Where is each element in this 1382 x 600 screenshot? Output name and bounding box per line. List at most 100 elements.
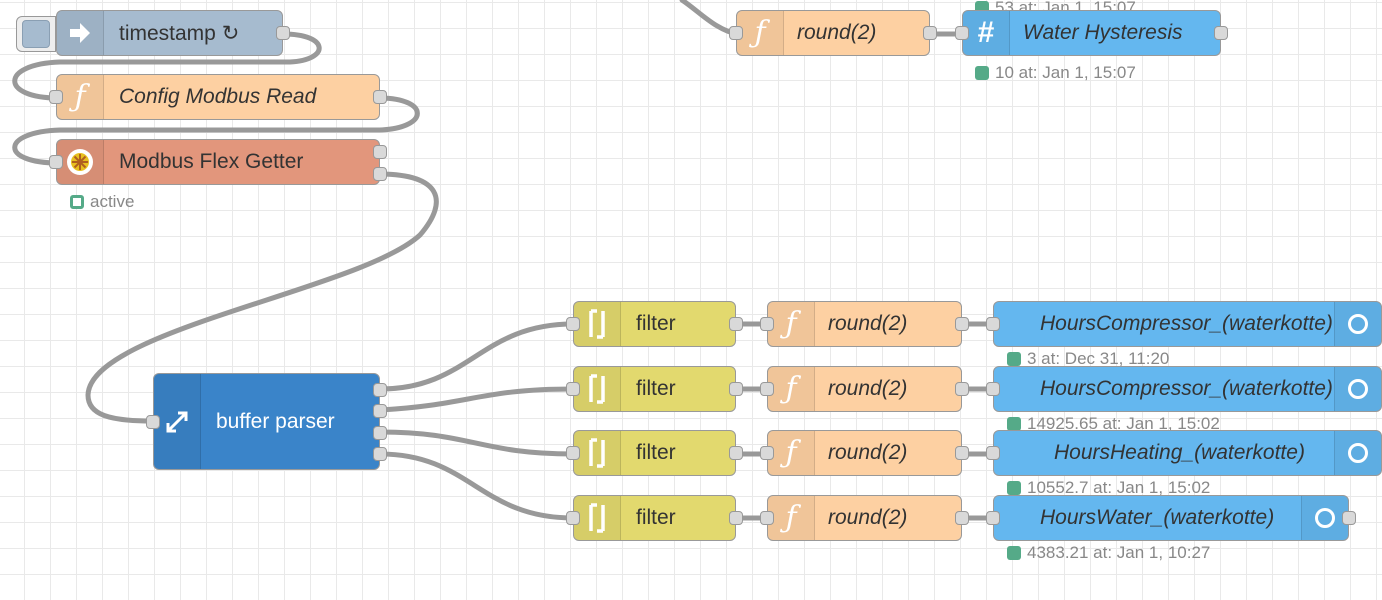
output-port[interactable]	[1214, 26, 1228, 40]
status-text: active	[90, 192, 135, 211]
input-port[interactable]	[986, 382, 1000, 396]
arrow-right-icon	[57, 11, 104, 55]
debug-toggle-icon[interactable]	[1334, 431, 1381, 475]
node-debug-output[interactable]: HoursHeating_(waterkotte)	[986, 430, 1382, 476]
wire	[377, 451, 576, 521]
node-label: Modbus Flex Getter	[119, 150, 304, 173]
modbus-icon	[57, 140, 104, 184]
output-port[interactable]	[373, 145, 387, 159]
input-port[interactable]	[760, 511, 774, 525]
node-filter[interactable]: filter	[566, 495, 743, 541]
node-label: filter	[636, 377, 676, 400]
output-port[interactable]	[373, 404, 387, 418]
function-icon: ƒ	[57, 75, 104, 119]
node-status: 10552.7 at: Jan 1, 15:02	[1007, 478, 1210, 498]
input-port[interactable]	[760, 317, 774, 331]
input-port[interactable]	[986, 446, 1000, 460]
node-config-modbus-read[interactable]: ƒ Config Modbus Read	[49, 74, 387, 120]
input-port[interactable]	[566, 382, 580, 396]
input-port[interactable]	[566, 317, 580, 331]
function-icon: ƒ	[768, 367, 815, 411]
function-icon: ƒ	[737, 11, 784, 55]
status-text: 10552.7 at: Jan 1, 15:02	[1027, 478, 1211, 497]
node-debug-output[interactable]: HoursCompressor_(waterkotte)	[986, 301, 1382, 347]
wire	[377, 386, 576, 413]
output-port[interactable]	[955, 317, 969, 331]
wire	[85, 171, 439, 424]
wire	[12, 31, 322, 101]
input-port[interactable]	[49, 90, 63, 104]
status-dot-icon	[1007, 546, 1021, 560]
node-debug-output[interactable]: HoursCompressor_(waterkotte)	[986, 366, 1382, 412]
output-port[interactable]	[955, 382, 969, 396]
input-port[interactable]	[566, 511, 580, 525]
input-port[interactable]	[955, 26, 969, 40]
function-icon: ƒ	[768, 496, 815, 540]
output-port[interactable]	[923, 26, 937, 40]
output-port[interactable]	[955, 446, 969, 460]
node-label: round(2)	[828, 441, 908, 464]
output-port[interactable]	[373, 383, 387, 397]
output-port[interactable]	[955, 511, 969, 525]
filter-icon	[574, 302, 621, 346]
filter-icon	[574, 496, 621, 540]
node-debug-output[interactable]: HoursWater_(waterkotte)	[986, 495, 1356, 541]
output-port[interactable]	[729, 317, 743, 331]
wire	[12, 95, 420, 166]
node-label: round(2)	[828, 312, 908, 335]
output-port[interactable]	[729, 446, 743, 460]
inject-trigger-button[interactable]	[16, 16, 56, 52]
status-text: 4383.21 at: Jan 1, 10:27	[1027, 543, 1211, 562]
input-port[interactable]	[729, 26, 743, 40]
output-port[interactable]	[373, 167, 387, 181]
input-port[interactable]	[986, 511, 1000, 525]
node-round[interactable]: ƒ round(2)	[760, 366, 969, 412]
debug-toggle-icon[interactable]	[1334, 367, 1381, 411]
function-icon: ƒ	[768, 431, 815, 475]
node-label: HoursCompressor_(waterkotte)	[1040, 377, 1333, 400]
filter-icon	[574, 367, 621, 411]
input-port[interactable]	[566, 446, 580, 460]
node-water-hysteresis[interactable]: # Water Hysteresis	[955, 10, 1228, 56]
node-timestamp[interactable]: timestamp ↻	[56, 10, 290, 56]
status-ring-icon	[70, 195, 84, 209]
status-dot-icon	[1007, 481, 1021, 495]
wire	[377, 321, 576, 392]
output-port[interactable]	[373, 447, 387, 461]
hash-icon: #	[963, 11, 1010, 55]
node-buffer-parser[interactable]: buffer parser	[146, 373, 387, 470]
node-status: active	[70, 192, 134, 212]
node-label: round(2)	[797, 21, 877, 44]
output-port[interactable]	[729, 511, 743, 525]
output-port[interactable]	[1342, 511, 1356, 525]
node-round[interactable]: ƒ round(2)	[760, 430, 969, 476]
node-filter[interactable]: filter	[566, 301, 743, 347]
input-port[interactable]	[986, 317, 1000, 331]
debug-toggle-icon[interactable]	[1301, 496, 1348, 540]
node-label: filter	[636, 312, 676, 335]
expand-arrows-icon	[154, 374, 201, 469]
node-modbus-flex-getter[interactable]: Modbus Flex Getter	[49, 139, 387, 185]
output-port[interactable]	[373, 426, 387, 440]
node-label: round(2)	[828, 377, 908, 400]
input-port[interactable]	[146, 415, 160, 429]
output-port[interactable]	[729, 382, 743, 396]
debug-toggle-icon[interactable]	[1334, 302, 1381, 346]
node-filter[interactable]: filter	[566, 366, 743, 412]
node-round-top[interactable]: ƒ round(2)	[729, 10, 937, 56]
node-label: Water Hysteresis	[1023, 21, 1183, 44]
node-status: 3 at: Dec 31, 11:20	[1007, 349, 1169, 369]
status-text: 3 at: Dec 31, 11:20	[1027, 349, 1170, 368]
input-port[interactable]	[49, 155, 63, 169]
output-port[interactable]	[276, 26, 290, 40]
output-port[interactable]	[373, 90, 387, 104]
node-label: HoursHeating_(waterkotte)	[1054, 441, 1305, 464]
node-filter[interactable]: filter	[566, 430, 743, 476]
node-label: filter	[636, 506, 676, 529]
input-port[interactable]	[760, 446, 774, 460]
input-port[interactable]	[760, 382, 774, 396]
status-text: 14925.65 at: Jan 1, 15:02	[1027, 414, 1220, 433]
status-dot-icon	[1007, 352, 1021, 366]
